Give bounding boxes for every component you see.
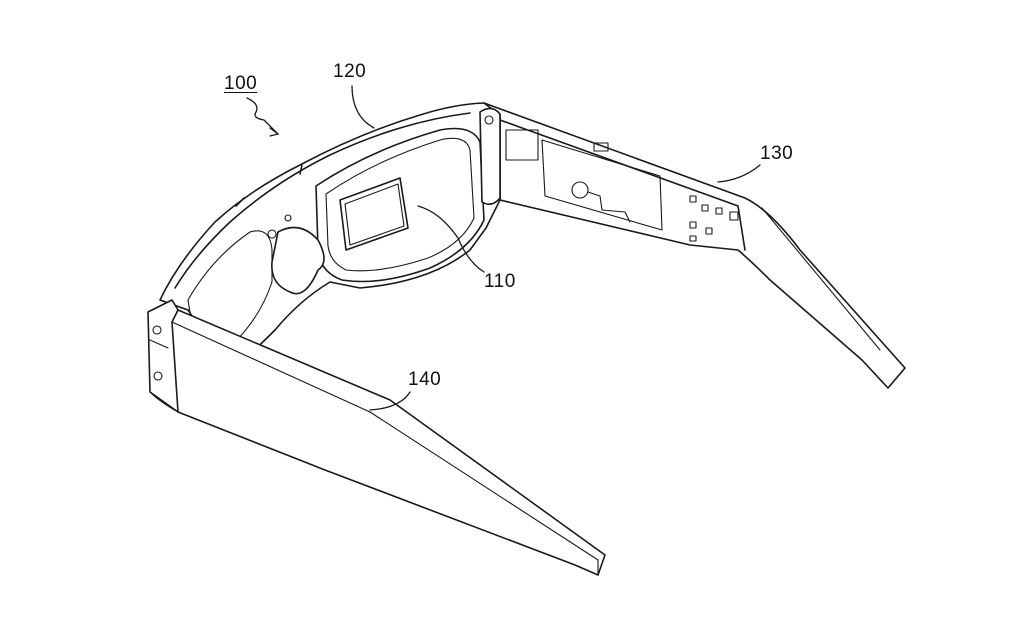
label-140: 140 [408, 369, 442, 390]
leader-140 [369, 391, 411, 411]
leader-lines [246, 85, 761, 411]
leader-130 [717, 164, 761, 183]
left-temple-140 [147, 299, 606, 576]
label-110: 110 [484, 271, 516, 292]
leader-120 [351, 85, 375, 129]
label-120: 120 [333, 61, 367, 82]
right-temple-130 [483, 102, 906, 389]
label-100: 100 [224, 73, 258, 94]
leader-100 [246, 97, 279, 135]
leader-110 [417, 205, 485, 273]
display-110 [339, 177, 409, 251]
label-130: 130 [760, 143, 794, 164]
arrow-100 [269, 127, 280, 137]
